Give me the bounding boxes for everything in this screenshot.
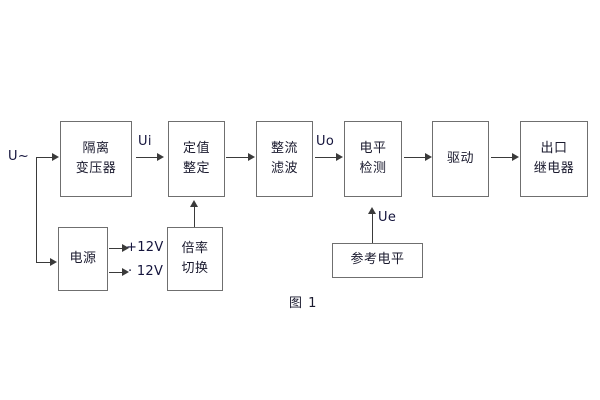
connector-level-to-drive bbox=[404, 157, 426, 158]
block-multiplier-switch-line2: 切换 bbox=[181, 261, 209, 276]
figure-caption: 图 1 bbox=[289, 296, 318, 311]
arrowhead-to-power-supply bbox=[50, 258, 57, 266]
block-rectify-filter[interactable]: 整流 滤波 bbox=[256, 121, 313, 197]
arrowhead-rectify-to-level bbox=[336, 153, 343, 161]
block-isolation-transformer[interactable]: 隔离 变压器 bbox=[60, 121, 132, 197]
connector-source-branch-vertical bbox=[36, 157, 37, 262]
connector-rail-negative bbox=[109, 272, 123, 273]
connector-rail-positive bbox=[109, 248, 123, 249]
block-output-relay-line1: 出口 bbox=[540, 140, 568, 156]
block-multiplier-switch-line1: 倍率 bbox=[181, 240, 209, 256]
connector-rectify-to-level bbox=[315, 157, 337, 158]
block-output-relay-line2: 继电器 bbox=[533, 161, 575, 176]
connector-transformer-to-setting bbox=[136, 157, 158, 158]
block-reference-level[interactable]: 参考电平 bbox=[332, 243, 423, 278]
block-multiplier-switch[interactable]: 倍率 切换 bbox=[167, 227, 223, 291]
block-rectify-filter-line2: 滤波 bbox=[270, 161, 298, 176]
block-power-supply-line1: 电源 bbox=[69, 250, 97, 266]
label-rail-positive: +12V bbox=[126, 240, 164, 255]
connector-reference-to-level bbox=[372, 214, 373, 243]
block-rectify-filter-line1: 整流 bbox=[270, 140, 298, 156]
arrowhead-to-transformer bbox=[52, 153, 59, 161]
block-isolation-transformer-line2: 变压器 bbox=[75, 161, 117, 176]
label-input-voltage: U~ bbox=[8, 149, 30, 164]
block-drive-line1: 驱动 bbox=[446, 150, 474, 166]
block-isolation-transformer-line1: 隔离 bbox=[82, 140, 110, 156]
block-level-detect-line2: 检测 bbox=[359, 161, 387, 176]
label-ue: Ue bbox=[378, 210, 397, 225]
connector-multiplier-to-setting bbox=[194, 207, 195, 227]
block-setting-value-line2: 整定 bbox=[182, 161, 210, 176]
block-level-detect-line1: 电平 bbox=[359, 140, 387, 156]
arrowhead-multiplier-to-setting bbox=[190, 200, 198, 207]
arrowhead-reference-to-level bbox=[368, 207, 376, 214]
arrowhead-rail-negative bbox=[122, 268, 129, 276]
connector-to-transformer bbox=[36, 157, 53, 158]
block-level-detect[interactable]: 电平 检测 bbox=[344, 121, 402, 197]
block-setting-value[interactable]: 定值 整定 bbox=[168, 121, 225, 197]
label-ui: Ui bbox=[138, 134, 152, 149]
connector-to-power-supply bbox=[36, 262, 51, 263]
label-uo: Uo bbox=[316, 134, 335, 149]
arrowhead-transformer-to-setting bbox=[157, 153, 164, 161]
connector-drive-to-relay bbox=[491, 157, 513, 158]
block-power-supply[interactable]: 电源 bbox=[58, 227, 108, 291]
arrowhead-drive-to-relay bbox=[512, 153, 519, 161]
block-setting-value-line1: 定值 bbox=[182, 140, 210, 156]
block-output-relay[interactable]: 出口 继电器 bbox=[520, 121, 588, 197]
arrowhead-rail-positive bbox=[122, 244, 129, 252]
connector-setting-to-rectify bbox=[226, 157, 249, 158]
block-reference-level-line1: 参考电平 bbox=[350, 252, 405, 268]
block-drive[interactable]: 驱动 bbox=[432, 121, 489, 197]
arrowhead-setting-to-rectify bbox=[248, 153, 255, 161]
label-rail-negative: · 12V bbox=[128, 264, 164, 279]
arrowhead-level-to-drive bbox=[425, 153, 432, 161]
